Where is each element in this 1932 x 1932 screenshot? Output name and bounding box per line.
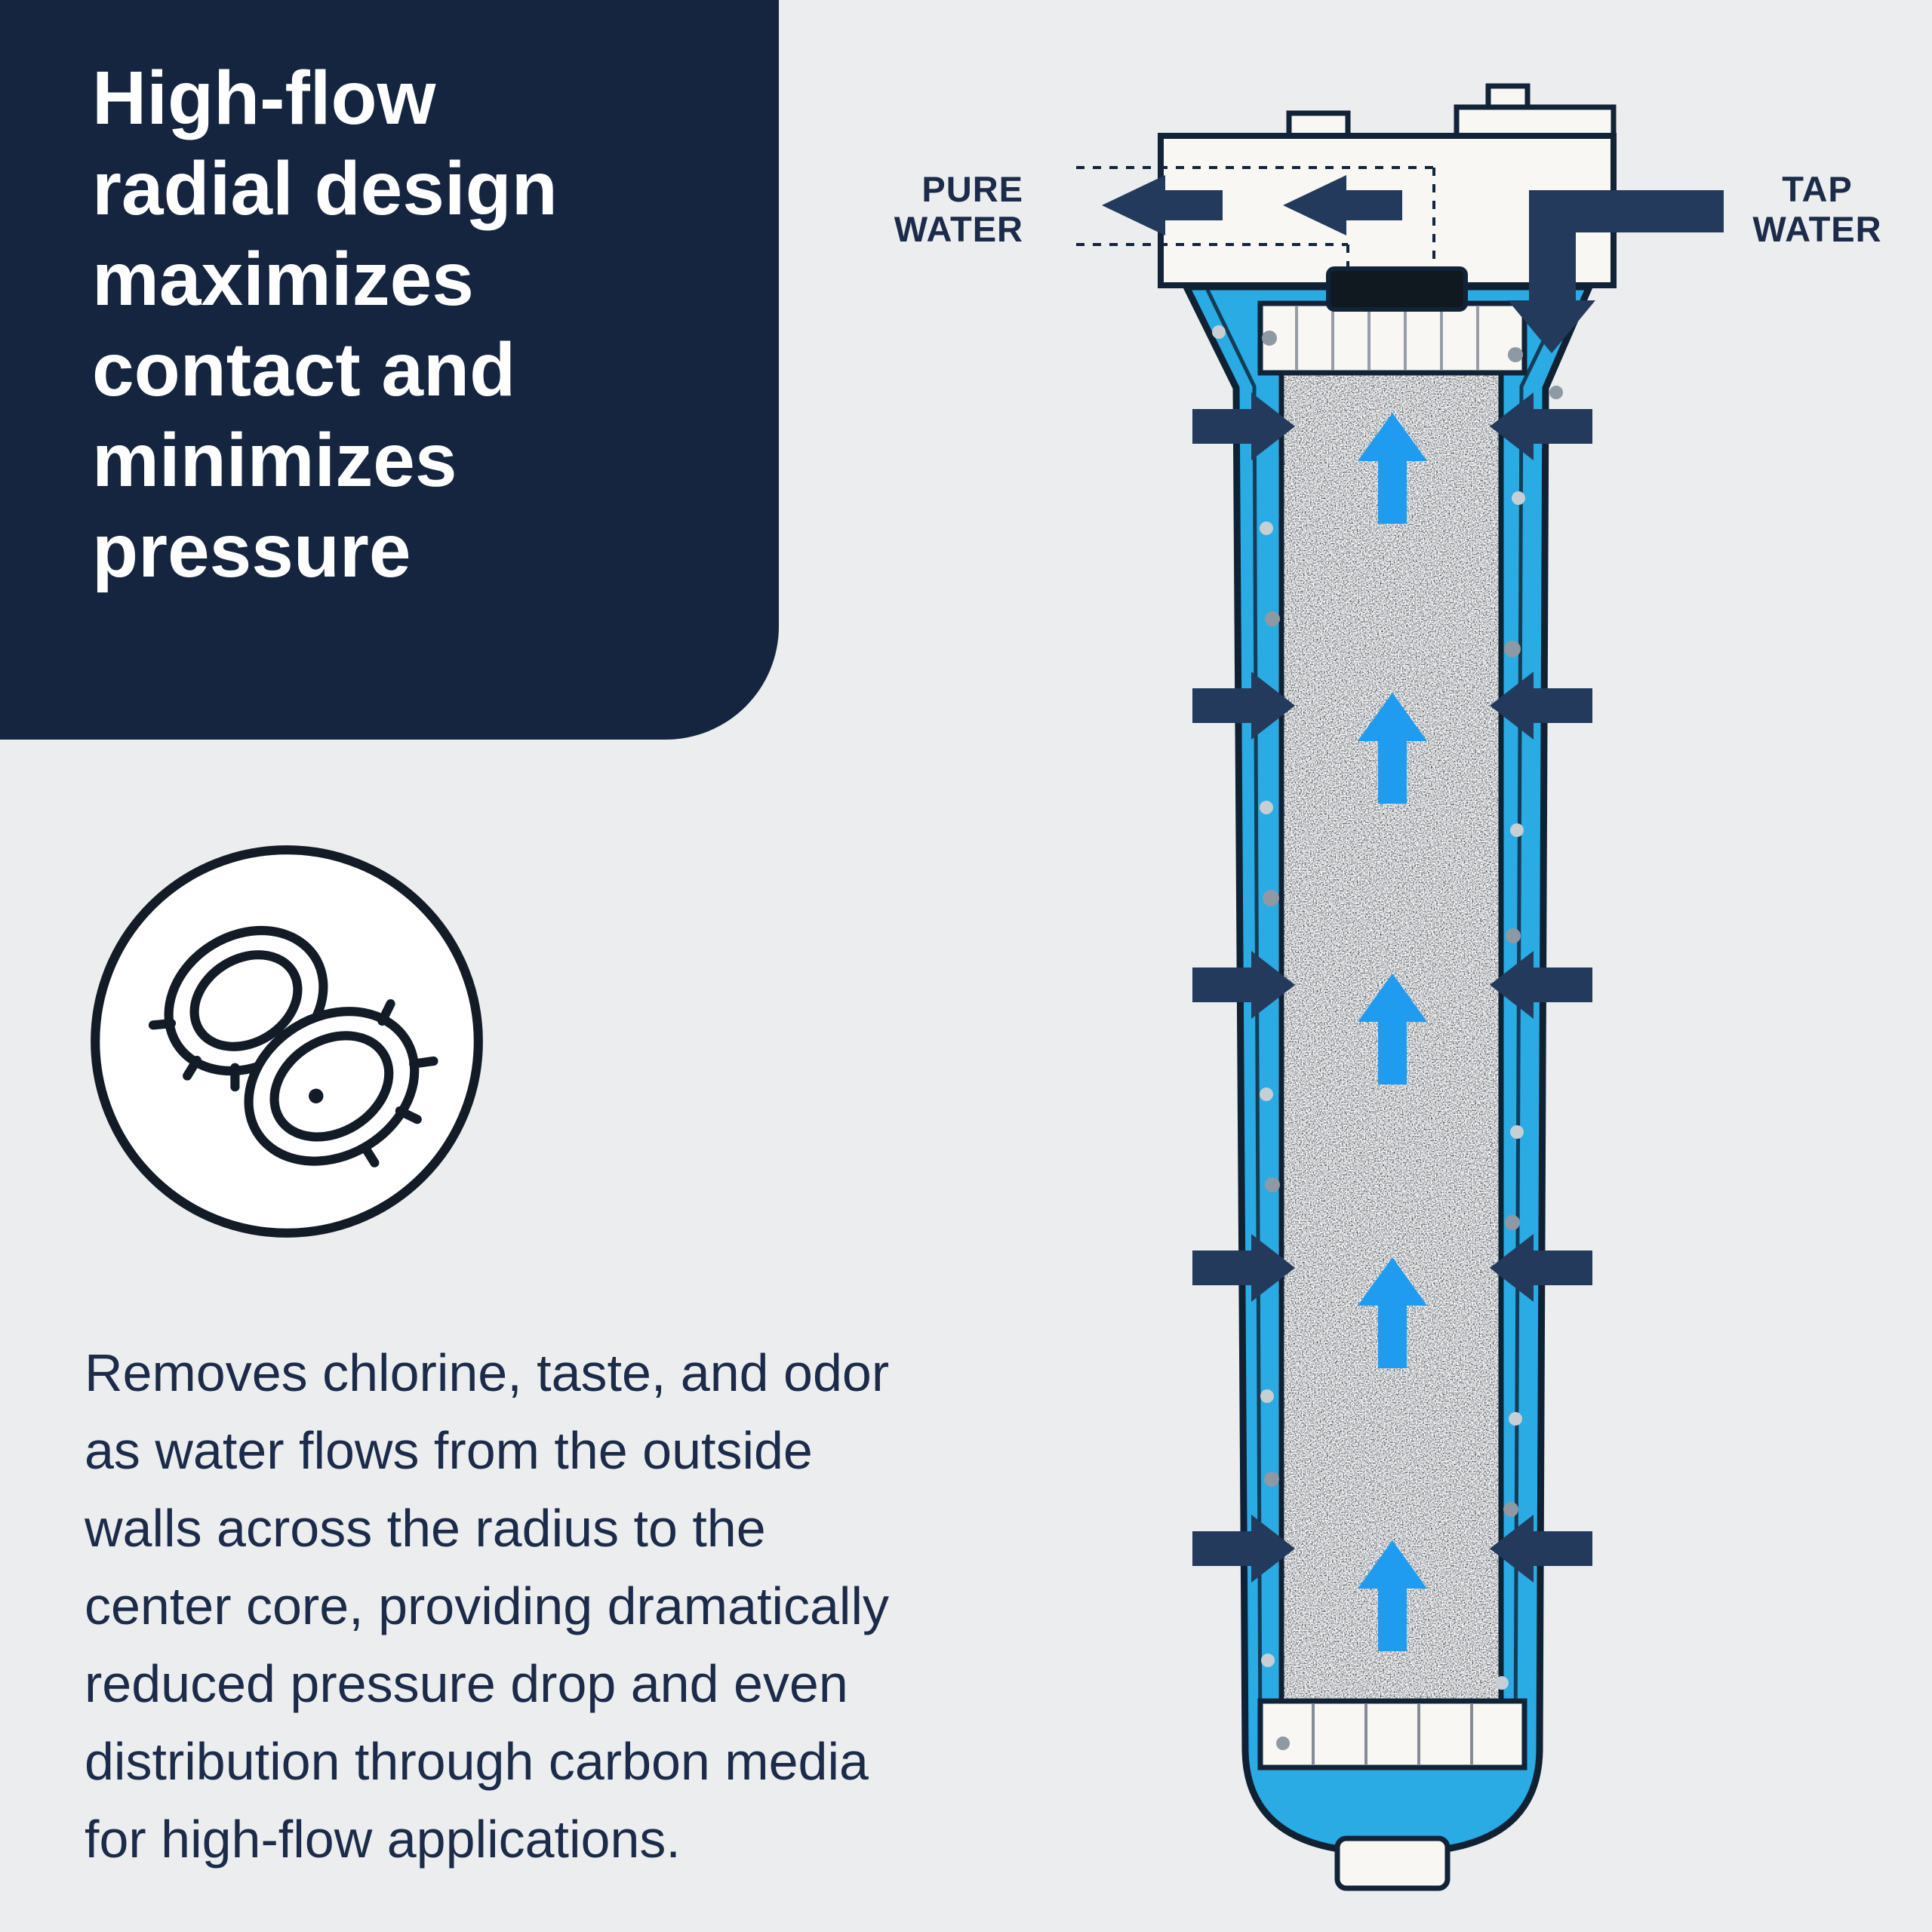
headline-line: maximizes	[92, 237, 474, 321]
inward-arrow-icon	[1192, 392, 1295, 460]
cartridge-outlet-seal	[1326, 266, 1468, 312]
coconut-badge	[83, 838, 491, 1245]
inward-arrow-icon	[1490, 672, 1592, 740]
core-flow-arrows	[1358, 413, 1427, 1651]
tap-water-label-line: WATER	[1752, 209, 1882, 249]
water-bubbles	[1212, 325, 1563, 1750]
description-line: Removes chlorine, taste, and odor	[85, 1343, 890, 1402]
inward-arrow-icon	[1490, 392, 1592, 460]
tap-water-label-line: TAP	[1782, 169, 1853, 209]
headline-line: minimizes	[92, 418, 457, 503]
inward-arrow-icon	[1192, 951, 1295, 1019]
inward-arrow-icon	[1490, 951, 1592, 1019]
inlet-arrows-left	[1192, 392, 1295, 1583]
inward-arrow-icon	[1490, 1515, 1592, 1583]
tap-water-label: TAP WATER	[1752, 169, 1882, 249]
pure-water-flow-path	[1076, 166, 1435, 269]
bottom-plug	[1334, 1835, 1451, 1891]
up-arrow-icon	[1358, 1540, 1427, 1651]
headline-text: High-flow radial design maximizes contac…	[92, 53, 558, 596]
cartridge-end-cap	[1257, 1698, 1527, 1770]
description-line: center core, providing dramatically	[85, 1577, 890, 1635]
description-line: walls across the radius to the	[85, 1499, 766, 1558]
pure-water-label: PURE WATER	[853, 169, 1023, 249]
inward-arrow-icon	[1192, 672, 1295, 740]
cartridge-collar	[1257, 266, 1527, 376]
headline-line: contact and	[92, 328, 516, 412]
headline-panel: High-flow radial design maximizes contac…	[0, 0, 779, 740]
up-arrow-icon	[1358, 1257, 1427, 1368]
inward-arrow-icon	[1490, 1234, 1592, 1302]
tap-water-pipe	[1508, 190, 1724, 353]
pure-water-label-line: WATER	[894, 209, 1023, 249]
left-arrow-icon	[1283, 175, 1402, 235]
headline-line: pressure	[92, 509, 411, 593]
up-arrow-icon	[1358, 693, 1427, 804]
up-arrow-icon	[1358, 413, 1427, 524]
description-line: reduced pressure drop and even	[85, 1654, 848, 1713]
inward-arrow-icon	[1192, 1515, 1295, 1583]
description-line: as water flows from the outside	[85, 1421, 813, 1480]
description-line: for high-flow applications.	[85, 1810, 681, 1869]
inward-arrow-icon	[1192, 1234, 1295, 1302]
up-arrow-icon	[1358, 974, 1427, 1084]
coconut-icon	[91, 845, 483, 1238]
headline-line: radial design	[92, 146, 558, 231]
carbon-media	[1278, 367, 1504, 1704]
description-text: Removes chlorine, taste, and odor as wat…	[85, 1334, 1186, 1878]
left-arrow-icon	[1102, 175, 1223, 235]
down-arrow-icon	[1508, 300, 1595, 353]
description-line: distribution through carbon media	[85, 1732, 869, 1791]
headline-line: High-flow	[92, 56, 436, 140]
pure-water-arrows	[1102, 175, 1402, 235]
inlet-arrows-right	[1490, 392, 1592, 1583]
pure-water-label-line: PURE	[921, 169, 1023, 209]
